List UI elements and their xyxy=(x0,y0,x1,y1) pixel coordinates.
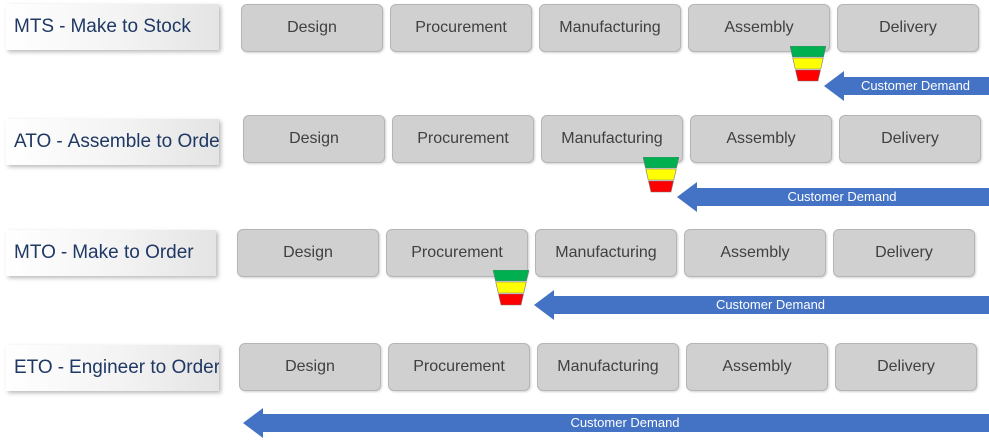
strategy-label-mto: MTO - Make to Order xyxy=(6,230,216,276)
customer-demand-label: Customer Demand xyxy=(787,189,897,204)
stage-design: Design xyxy=(237,229,379,277)
stage-label: Design xyxy=(285,358,335,375)
buffer-cup-shape xyxy=(643,157,679,193)
demand-arrow-shape xyxy=(534,290,989,320)
stage-manufacturing: Manufacturing xyxy=(537,343,679,391)
stage-manufacturing: Manufacturing xyxy=(539,4,681,52)
separator: - xyxy=(56,131,63,152)
stage-procurement: Procurement xyxy=(388,343,530,391)
stage-label: Design xyxy=(287,19,337,36)
stage-assembly: Assembly xyxy=(684,229,826,277)
stage-label: Manufacturing xyxy=(559,19,661,36)
stage-delivery: Delivery xyxy=(835,343,977,391)
stage-procurement: Procurement xyxy=(392,115,534,163)
strategy-code: MTS xyxy=(14,16,55,37)
stage-label: Delivery xyxy=(879,19,937,36)
stage-label: Manufacturing xyxy=(561,130,663,147)
stage-label: Delivery xyxy=(881,130,939,147)
decoupling-buffer-icon xyxy=(790,46,826,82)
stage-delivery: Delivery xyxy=(837,4,979,52)
stage-label: Delivery xyxy=(877,358,935,375)
stage-assembly: Assembly xyxy=(690,115,832,163)
customer-demand-label: Customer Demand xyxy=(860,78,971,93)
stage-design: Design xyxy=(241,4,383,52)
customer-demand-label: Customer Demand xyxy=(570,415,680,430)
stage-delivery: Delivery xyxy=(839,115,981,163)
stage-label: Design xyxy=(283,244,333,261)
stage-assembly: Assembly xyxy=(686,343,828,391)
stage-label: Assembly xyxy=(724,19,794,36)
strategy-code: MTO xyxy=(14,242,56,263)
customer-demand-arrow: Customer Demand xyxy=(534,290,989,320)
stage-design: Design xyxy=(243,115,385,163)
stage-label: Assembly xyxy=(722,358,792,375)
stage-assembly: Assembly xyxy=(688,4,830,52)
demand-arrow-shape xyxy=(243,408,989,438)
strategy-code: ETO xyxy=(14,357,53,378)
stage-label: Assembly xyxy=(726,130,796,147)
stage-label: Manufacturing xyxy=(557,358,659,375)
strategy-name: Assemble to Order xyxy=(67,131,219,152)
stage-manufacturing: Manufacturing xyxy=(535,229,677,277)
stage-label: Design xyxy=(289,130,339,147)
stage-procurement: Procurement xyxy=(386,229,528,277)
decoupling-buffer-icon xyxy=(643,157,679,193)
customer-demand-arrow: Customer Demand xyxy=(243,408,989,438)
strategy-name: Engineer to Order xyxy=(69,357,219,378)
stage-delivery: Delivery xyxy=(833,229,975,277)
buffer-cup-shape xyxy=(790,46,826,82)
customer-demand-arrow: Customer Demand xyxy=(677,182,989,212)
customer-demand-label: Customer Demand xyxy=(715,297,826,312)
stage-manufacturing: Manufacturing xyxy=(541,115,683,163)
separator: - xyxy=(59,16,66,37)
strategy-label-eto: ETO - Engineer to Order xyxy=(6,345,219,391)
stage-label: Manufacturing xyxy=(555,244,657,261)
stage-label: Procurement xyxy=(411,244,503,261)
customer-demand-arrow: Customer Demand xyxy=(824,71,989,101)
stage-design: Design xyxy=(239,343,381,391)
stage-label: Assembly xyxy=(720,244,790,261)
separator: - xyxy=(57,357,65,378)
stage-procurement: Procurement xyxy=(390,4,532,52)
decoupling-buffer-icon xyxy=(493,270,529,306)
strategy-name: Make to Stock xyxy=(70,16,191,37)
separator: - xyxy=(60,242,68,263)
stage-label: Procurement xyxy=(417,130,509,147)
strategy-label-mts: MTS - Make to Stock xyxy=(6,4,219,50)
stage-label: Procurement xyxy=(413,358,505,375)
stage-label: Procurement xyxy=(415,19,507,36)
demand-arrow-shape xyxy=(824,71,989,101)
strategy-code: ATO xyxy=(14,131,52,152)
strategy-label-ato: ATO - Assemble to Order xyxy=(6,119,219,165)
stage-label: Delivery xyxy=(875,244,933,261)
demand-arrow-shape xyxy=(677,182,989,212)
buffer-cup-shape xyxy=(493,270,529,306)
strategy-name: Make to Order xyxy=(72,242,194,263)
